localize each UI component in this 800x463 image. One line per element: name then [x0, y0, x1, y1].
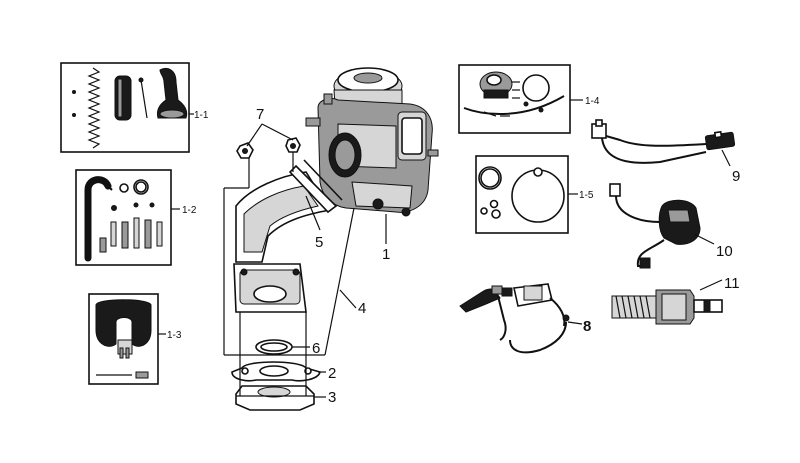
label-1-1: 1-1	[194, 110, 209, 121]
label-7: 7	[256, 106, 264, 123]
slide-part	[114, 75, 132, 121]
spring-part	[87, 67, 101, 149]
label-3: 3	[328, 389, 336, 406]
intake-manifold	[233, 159, 343, 313]
label-9: 9	[732, 168, 740, 185]
callout-lines-center	[223, 123, 387, 398]
insulator-3	[235, 385, 315, 411]
label-2: 2	[328, 365, 336, 382]
jets-part	[99, 217, 163, 253]
label-1-3: 1-3	[167, 330, 182, 341]
inset-box-1-1: 1-1	[60, 62, 209, 153]
cover-part	[479, 71, 513, 99]
label-1-2: 1-2	[182, 205, 197, 216]
label-4: 4	[358, 300, 366, 317]
inset-box-1-5: 1-5	[475, 155, 594, 234]
gasket-2	[231, 361, 321, 382]
nut-7-right	[285, 137, 301, 153]
float-pin-part	[96, 371, 149, 379]
label-5: 5	[315, 234, 323, 251]
label-8: 8	[583, 318, 591, 335]
label-10: 10	[716, 243, 733, 260]
part-11-temperature-sensor	[611, 279, 723, 325]
o-ring-6	[255, 339, 293, 355]
part-10-auto-choke	[609, 183, 715, 269]
label-6: 6	[312, 340, 320, 357]
label-1-4: 1-4	[585, 96, 600, 107]
label-1: 1	[382, 246, 390, 263]
inset-box-1-2: 1-2	[75, 169, 197, 266]
float-part	[95, 299, 152, 359]
label-11: 11	[724, 275, 740, 292]
inset-box-1-3: 1-3	[88, 293, 182, 385]
part-9-sensor-connector	[591, 119, 736, 167]
nut-7-left	[236, 142, 254, 159]
label-1-5: 1-5	[579, 190, 594, 201]
hose-part	[84, 176, 113, 262]
part-8-wire-harness	[459, 283, 583, 354]
boot-part	[157, 68, 188, 119]
inset-box-1-4: 1-4	[458, 64, 600, 134]
carburetor-body	[305, 67, 439, 217]
